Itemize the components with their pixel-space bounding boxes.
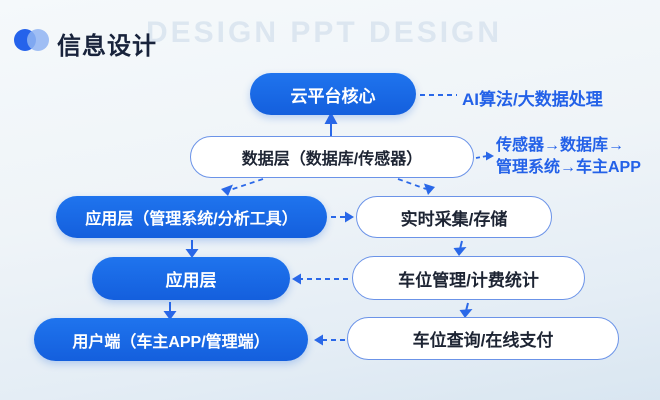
- annotation-data-flow: 传感器→数据库→ 管理系统→车主APP: [496, 135, 641, 179]
- node-user-end: 用户端（车主APP/管理端）: [34, 318, 308, 361]
- node-cloud-platform-core: 云平台核心: [250, 73, 416, 115]
- annotation-data-flow-line1: 传感器→数据库→: [496, 137, 625, 154]
- arrow-data-to-flownote-icon: [475, 151, 494, 161]
- watermark-text: DESIGN PPT DESIGN: [146, 16, 503, 49]
- arrow-data-to-realtime-icon: [397, 178, 435, 195]
- page-title: 信息设计: [57, 33, 157, 60]
- logo-dot-light: [27, 29, 49, 51]
- arrow-parkingmgmt-to-parkingquery-icon: [459, 302, 473, 318]
- annotation-ai-bigdata: AI算法/大数据处理: [462, 90, 603, 109]
- node-application-layer: 应用层: [92, 257, 290, 300]
- arrow-applayerfull-to-applayer-icon: [185, 240, 199, 258]
- arrow-applayerfull-to-realtime-icon: [331, 211, 354, 223]
- annotation-data-flow-line2: 管理系统→车主APP: [496, 159, 641, 176]
- node-application-layer-tools: 应用层（管理系统/分析工具）: [56, 196, 327, 238]
- arrow-data-to-applayerfull-icon: [221, 178, 264, 196]
- node-parking-query-payment: 车位查询/在线支付: [347, 317, 619, 360]
- arrow-realtime-to-parkingmgmt-icon: [453, 240, 467, 256]
- arrow-parkingquery-to-userend-icon: [314, 334, 345, 346]
- node-parking-management-billing: 车位管理/计费统计: [352, 256, 585, 300]
- two-overlapping-circles-icon: [14, 28, 50, 52]
- arrow-data-to-cloud-icon: [324, 112, 338, 137]
- node-data-layer: 数据层（数据库/传感器）: [190, 136, 474, 178]
- node-realtime-collect-storage: 实时采集/存储: [356, 196, 552, 238]
- arrow-parkingmgmt-to-applayer-icon: [292, 273, 348, 285]
